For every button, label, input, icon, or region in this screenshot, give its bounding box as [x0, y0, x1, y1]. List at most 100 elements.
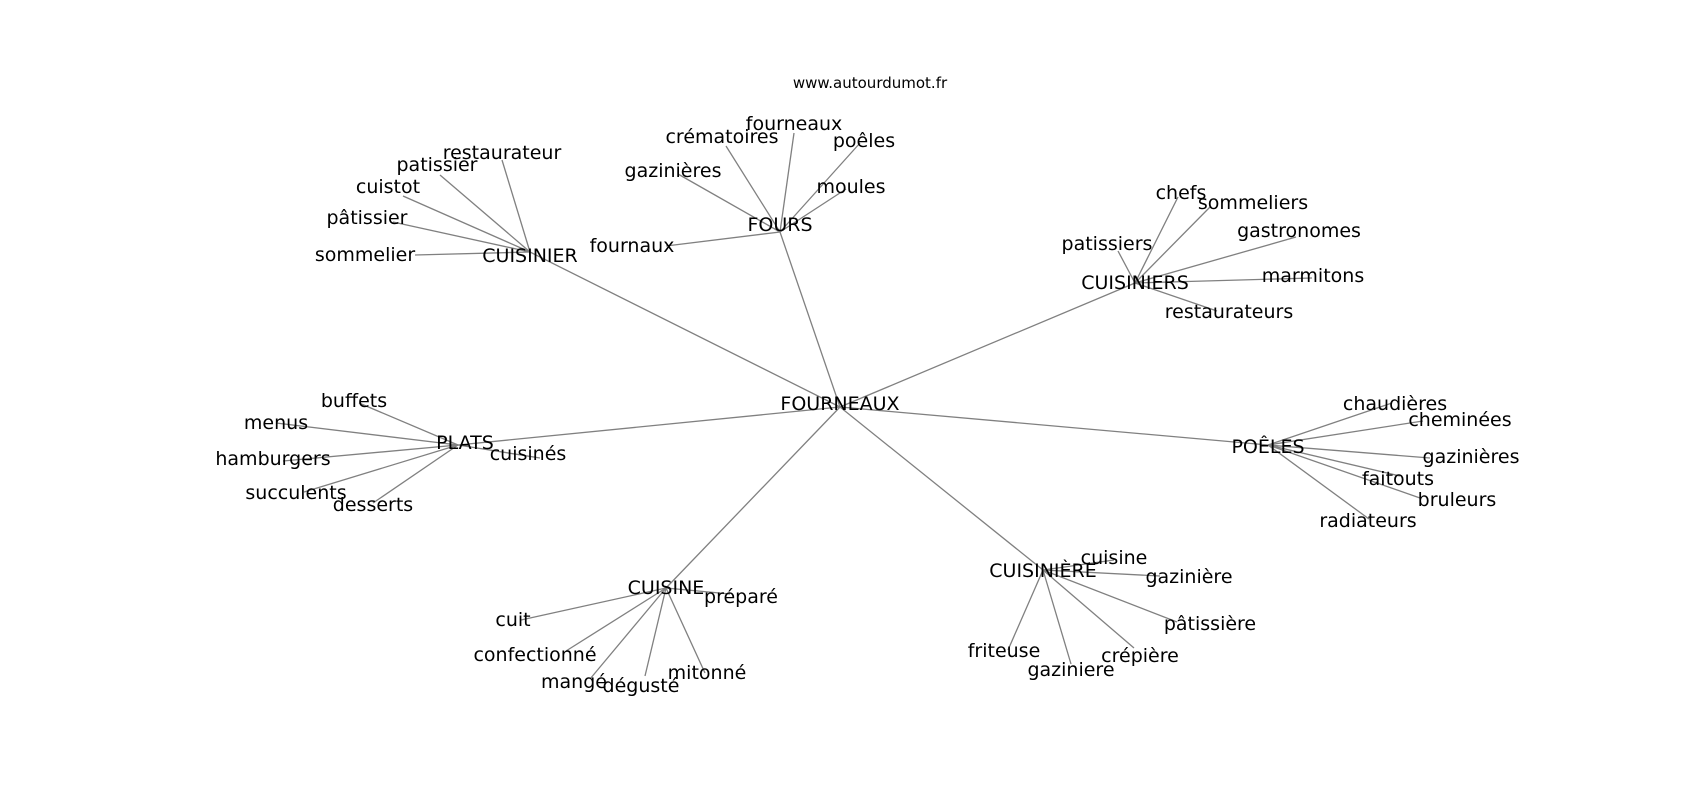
edge-center-to-hub — [839, 406, 1044, 571]
edge-center-to-hub — [457, 406, 841, 446]
hub-node-label: FOURS — [747, 214, 812, 236]
leaf-node-label: gazinière — [1145, 566, 1232, 588]
edge-hub-to-leaf — [303, 444, 459, 493]
edge-center-to-hub — [839, 406, 1269, 446]
leaf-node-label: chaudières — [1343, 393, 1447, 415]
edge-center-to-hub — [779, 231, 841, 408]
edge-center-to-hub — [665, 406, 841, 589]
edge-hub-to-leaf — [1042, 559, 1115, 571]
edge-hub-to-leaf — [665, 587, 706, 674]
edge-hub-to-leaf — [402, 195, 531, 253]
edge-hub-to-leaf — [665, 231, 781, 247]
labels-layer: www.autourdumot.fr FOURNEAUX CUISINIER res… — [215, 74, 1519, 697]
leaf-node-label: mitonné — [668, 662, 747, 684]
leaf-node-label: friteuse — [968, 640, 1041, 662]
leaf-node-label: préparé — [704, 586, 778, 608]
hub-node-label: POÊLES — [1231, 435, 1304, 458]
leaf-node-label: poêles — [833, 130, 895, 152]
leaf-node-label: succulents — [245, 482, 346, 504]
leaf-node-label: pâtissière — [1164, 613, 1256, 635]
edge-hub-to-leaf — [1267, 444, 1421, 499]
leaf-node-label: gaziniere — [1027, 659, 1114, 681]
edge-hub-to-leaf — [725, 145, 781, 233]
edge-hub-to-leaf — [1134, 236, 1297, 284]
leaf-node-label: radiateurs — [1319, 510, 1416, 532]
edge-hub-to-leaf — [501, 159, 531, 253]
leaf-node-label: menus — [244, 412, 308, 434]
edge-hub-to-leaf — [520, 587, 667, 621]
edge-hub-to-leaf — [644, 587, 667, 677]
edge-hub-to-leaf — [1042, 569, 1178, 623]
edge-hub-to-leaf — [414, 251, 531, 256]
leaf-node-label: pâtissier — [326, 207, 407, 229]
leaf-node-label: restaurateur — [443, 142, 562, 164]
edge-center-to-hub — [839, 282, 1136, 408]
edge-hub-to-leaf — [1134, 277, 1313, 284]
edge-hub-to-leaf — [665, 587, 731, 595]
leaf-node-label: gazinières — [1423, 446, 1520, 468]
edge-hub-to-leaf — [439, 174, 531, 253]
edge-hub-to-leaf — [1267, 402, 1393, 446]
edge-hub-to-leaf — [1134, 205, 1212, 284]
edge-hub-to-leaf — [1117, 250, 1136, 284]
edge-hub-to-leaf — [677, 173, 781, 233]
edge-hub-to-leaf — [1267, 420, 1424, 446]
leaf-node-label: cuit — [495, 609, 530, 631]
leaf-node-label: sommeliers — [1198, 192, 1308, 214]
leaf-node-label: cheminées — [1408, 409, 1511, 431]
edge-center-to-hub — [529, 251, 841, 408]
edge-hub-to-leaf — [1267, 444, 1431, 459]
edges-layer — [275, 132, 1431, 680]
leaf-node-label: fournaux — [590, 235, 675, 257]
leaf-node-label: chefs — [1156, 182, 1207, 204]
edge-hub-to-leaf — [1267, 444, 1370, 520]
site-credit: www.autourdumot.fr — [793, 74, 948, 92]
edge-hub-to-leaf — [1042, 569, 1135, 649]
leaf-node-label: buffets — [321, 390, 387, 412]
leaf-node-label: cuisinés — [490, 443, 567, 465]
edge-hub-to-leaf — [1267, 444, 1401, 477]
edge-hub-to-leaf — [589, 587, 667, 680]
leaf-node-label: bruleurs — [1418, 489, 1497, 511]
hub-node-label: PLATS — [436, 432, 494, 454]
edge-hub-to-leaf — [457, 444, 541, 459]
hub-node-label: CUISINIERS — [1081, 272, 1189, 294]
leaf-node-label: gastronomes — [1237, 220, 1361, 242]
leaf-node-label: desserts — [333, 494, 413, 516]
edge-hub-to-leaf — [372, 444, 459, 504]
edge-hub-to-leaf — [1042, 569, 1072, 665]
edge-hub-to-leaf — [779, 142, 861, 233]
leaf-node-label: sommelier — [315, 244, 415, 266]
edge-hub-to-leaf — [1042, 569, 1161, 577]
leaf-node-label: dégusté — [603, 675, 680, 697]
edge-hub-to-leaf — [1134, 196, 1179, 284]
leaf-node-label: patissier — [396, 154, 477, 176]
leaf-node-label: moules — [816, 176, 885, 198]
hub-node-label: CUISINE — [628, 577, 705, 599]
leaf-node-label: hamburgers — [215, 448, 330, 470]
leaf-node-label: cuistot — [356, 176, 420, 198]
edge-hub-to-leaf — [358, 402, 459, 446]
leaf-node-label: fourneaux — [746, 113, 843, 135]
edge-hub-to-leaf — [565, 587, 667, 652]
edge-hub-to-leaf — [1134, 282, 1218, 312]
edge-hub-to-leaf — [392, 221, 531, 253]
leaf-node-label: restaurateurs — [1165, 301, 1293, 323]
leaf-node-label: cuisine — [1081, 547, 1148, 569]
edge-hub-to-leaf — [282, 444, 459, 462]
leaf-node-label: crématoires — [665, 126, 778, 148]
leaf-node-label: crépière — [1101, 645, 1179, 667]
center-node-label: FOURNEAUX — [780, 393, 899, 415]
hub-node-label: CUISINIÈRE — [989, 559, 1096, 582]
leaf-node-label: gazinières — [625, 160, 722, 182]
leaf-node-label: patissiers — [1062, 233, 1153, 255]
edge-hub-to-leaf — [779, 132, 795, 233]
leaf-node-label: faitouts — [1362, 468, 1434, 490]
leaf-node-label: mangé — [541, 671, 607, 693]
edge-hub-to-leaf — [275, 422, 459, 446]
hub-node-label: CUISINIER — [482, 245, 577, 267]
edge-hub-to-leaf — [779, 188, 847, 233]
leaf-node-label: marmitons — [1262, 265, 1364, 287]
